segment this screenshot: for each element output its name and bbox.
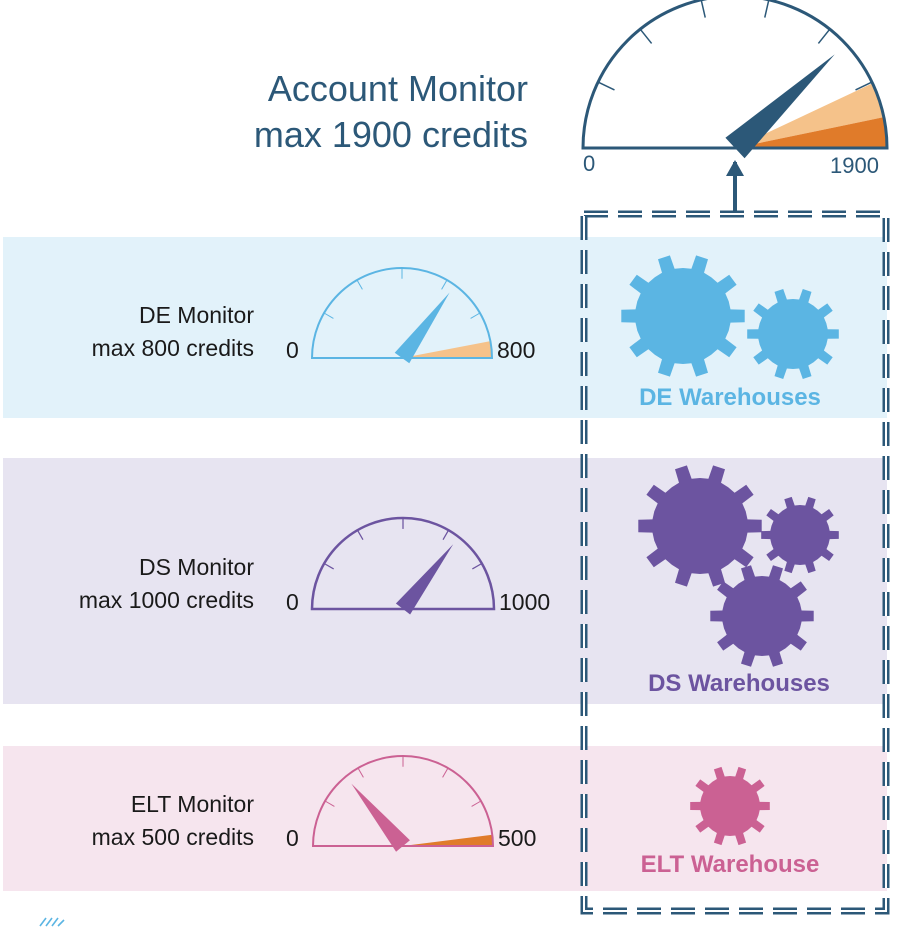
account-gauge	[581, 0, 889, 159]
snowflake-logo-icon	[39, 917, 65, 927]
ds-gauge-tick	[323, 562, 334, 570]
de-gauge-needle	[394, 292, 450, 364]
account-gauge-tick	[855, 81, 873, 91]
account-gauge-tick	[817, 28, 831, 44]
de-band	[3, 237, 887, 418]
account-gauge-needle	[725, 54, 835, 159]
de-gear-small-icon	[747, 289, 839, 379]
ds-gauge	[310, 516, 496, 615]
de-gauge-max-label: 800	[497, 337, 536, 363]
elt-gauge-tick	[357, 767, 364, 778]
ds-gear-medium-icon	[710, 565, 814, 667]
account-monitor-title: Account Monitor	[267, 68, 528, 109]
ds-gauge-max-label: 1000	[499, 589, 551, 615]
ds-monitor-title: DS Monitor	[138, 554, 254, 580]
arrow-head-icon	[726, 160, 744, 176]
ds-warehouses-label: DS Warehouses	[648, 670, 830, 697]
de-gauge-dial-outline	[310, 267, 494, 359]
de-gauge-tick	[470, 312, 481, 319]
de-gauge-zone-1	[402, 341, 492, 358]
ds-gauge-tick	[472, 562, 483, 570]
elt-gear-icon	[690, 766, 770, 846]
elt-gauge-max-label: 500	[498, 825, 537, 851]
account-gauge-zone-2	[735, 117, 887, 148]
elt-warehouse-label: ELT Warehouse	[640, 851, 820, 878]
elt-gauge-zone-1	[403, 834, 493, 846]
ds-gauge-min-label: 0	[286, 589, 299, 615]
elt-monitor-title: ELT Monitor	[130, 791, 254, 817]
de-gauge-tick	[441, 279, 448, 290]
elt-monitor-max: max 500 credits	[91, 824, 254, 850]
warehouse-group-box	[580, 210, 890, 915]
elt-gauge-needle	[351, 783, 410, 852]
account-gauge-tick	[597, 81, 615, 91]
account-gauge-tick	[764, 0, 770, 18]
ds-gear-small-icon	[761, 496, 839, 574]
ds-gear-large-icon	[638, 465, 762, 587]
account-gauge-tick	[639, 28, 653, 44]
ds-gauge-dial-outline	[310, 516, 496, 611]
de-monitor-max: max 800 credits	[91, 335, 254, 361]
elt-gauge-tick	[471, 800, 482, 807]
elt-gauge-min-label: 0	[286, 825, 299, 851]
account-gauge-min-label: 0	[583, 151, 596, 176]
account-monitor-max: max 1900 credits	[253, 114, 528, 155]
ds-gauge-tick	[442, 529, 450, 540]
elt-gauge-tick	[442, 767, 449, 778]
account-gauge-dial-outline	[581, 0, 889, 150]
elt-gauge	[311, 755, 495, 852]
account-gauge-max-label: 1900	[830, 153, 879, 178]
ds-gauge-tick	[356, 529, 364, 540]
de-monitor-title: DE Monitor	[138, 302, 254, 328]
de-gauge-tick	[323, 312, 334, 319]
de-gear-large-icon	[621, 255, 745, 377]
ds-gauge-needle	[395, 544, 454, 615]
de-gauge-min-label: 0	[286, 337, 299, 363]
account-gauge-zone-1	[735, 83, 884, 148]
account-gauge-tick	[700, 0, 706, 18]
de-warehouses-label: DE Warehouses	[639, 384, 821, 411]
de-gauge	[310, 267, 494, 364]
ds-monitor-max: max 1000 credits	[78, 587, 254, 613]
de-gauge-tick	[356, 279, 363, 290]
elt-gauge-tick	[324, 800, 335, 807]
elt-gauge-dial-outline	[311, 755, 495, 847]
